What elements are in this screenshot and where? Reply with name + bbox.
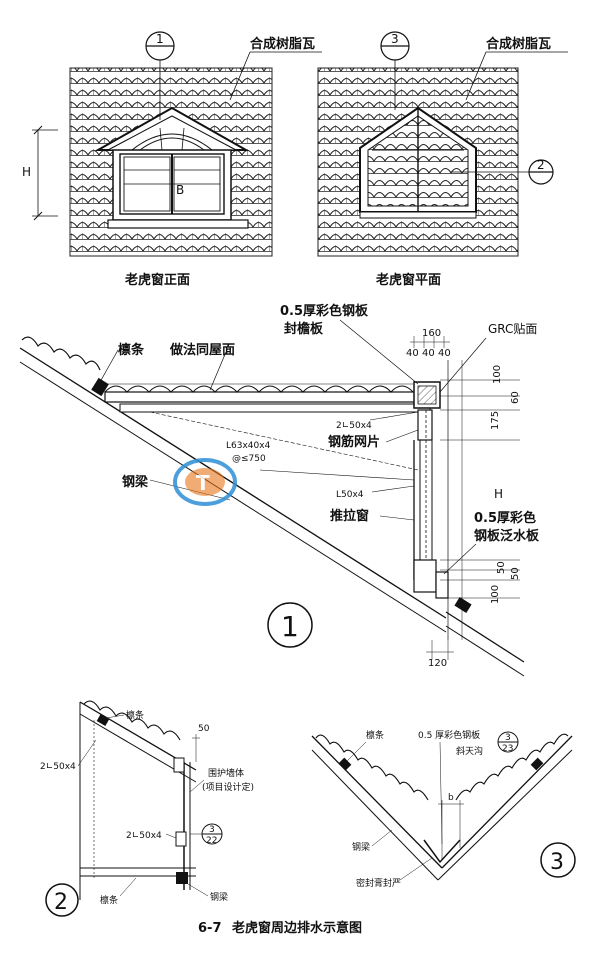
dim-175: 175 [490, 411, 501, 430]
dim-40c: 40 [438, 348, 451, 359]
dim-b-section3: b [448, 793, 454, 803]
label-grc: GRC贴面 [488, 322, 537, 336]
label-purlin-2-top: 檩条 [126, 709, 144, 721]
label-l50: L50x4 [336, 490, 364, 500]
label-angle-2a: 2∟50x4 [40, 762, 76, 772]
material-label-left: 合成树脂瓦 [250, 36, 315, 52]
dim-160: 160 [422, 328, 441, 339]
section-1-number: 1 [281, 610, 299, 643]
ref-2-bottom: 22 [206, 836, 217, 846]
dormer-roof-deck [104, 391, 431, 403]
caption-number: 6-7 [198, 921, 222, 936]
section-3: 檩条 0.5 厚彩色钢板 斜天沟 3 23 b 钢梁 密封膏封严 3 [311, 729, 576, 889]
label-purlin-2-bottom: 檩条 [100, 894, 118, 906]
label-flash-2: 钢板泛水板 [474, 528, 540, 544]
label-wall-2: (项目设计定) [202, 781, 254, 793]
dormer-sill [107, 219, 249, 229]
dim-50b: 50 [510, 567, 521, 580]
section-1-marker [267, 602, 313, 648]
callout-number-3: 3 [391, 32, 399, 46]
dim-h-label: H [22, 165, 31, 179]
callout-number-1: 1 [156, 32, 164, 46]
caption-plan: 老虎窗平面 [375, 272, 441, 288]
callout-number-2: 2 [537, 158, 545, 172]
watermark-logo: T [173, 458, 237, 506]
label-beam-1: 钢梁 [122, 474, 149, 490]
section-2: 檩条 2∟50x4 围护墙体 (项目设计定) 2∟50x4 50 3 22 檩条… [40, 700, 254, 917]
ref-3-top: 3 [505, 733, 511, 743]
label-same-roof: 做法同屋面 [169, 342, 235, 358]
material-label-right: 合成树脂瓦 [486, 36, 551, 52]
section-2-marker [45, 883, 79, 917]
label-beam-3: 钢梁 [352, 841, 370, 853]
label-steel-sheet-2: 封檐板 [284, 321, 324, 337]
dim-60: 60 [510, 391, 521, 404]
dim-40a: 40 [406, 348, 419, 359]
purlin-block [91, 377, 109, 397]
label-flash-1: 0.5厚彩色 [474, 510, 536, 526]
caption-title: 老虎窗周边排水示意图 [231, 920, 362, 936]
dim-100b: 100 [490, 585, 501, 604]
svg-text:T: T [196, 471, 210, 495]
dim-50-section2: 50 [198, 724, 210, 734]
section-2-number: 2 [54, 890, 68, 915]
label-window: 推拉窗 [330, 508, 369, 524]
label-beam-2: 钢梁 [210, 891, 228, 903]
label-seal: 密封膏封严 [356, 877, 401, 889]
label-sheet-3: 0.5 厚彩色钢板 [418, 729, 480, 741]
dim-50a: 50 [496, 561, 507, 574]
dim-b-label: B [176, 183, 184, 197]
label-angle-2b: 2∟50x4 [126, 831, 162, 841]
dim-100a: 100 [492, 365, 503, 384]
label-wall-1: 围护墙体 [208, 767, 244, 779]
label-purlin-1: 檩条 [118, 342, 145, 358]
section-3-number: 3 [550, 850, 564, 875]
label-mesh: 钢筋网片 [328, 434, 380, 450]
label-purlin-3: 檩条 [366, 729, 384, 741]
label-angle-2: 2∟50x4 [336, 421, 372, 431]
dim-120: 120 [428, 658, 447, 669]
dormer-front-elevation: H B 1 合成树脂瓦 老虎窗正面 [22, 31, 322, 288]
label-l63-1: L63x40x4 [226, 441, 271, 451]
label-steel-sheet-1: 0.5厚彩色钢板 [280, 303, 369, 319]
dim-h-section1: H [494, 487, 503, 501]
section-1: 檩条 做法同屋面 0.5厚彩色钢板 封檐板 GRC贴面 2∟50x4 钢筋网片 … [19, 303, 540, 677]
dim-40b: 40 [422, 348, 435, 359]
ref-3-bottom: 23 [502, 744, 513, 754]
label-valley: 斜天沟 [456, 745, 483, 757]
caption-front: 老虎窗正面 [124, 272, 190, 288]
section-3-marker [540, 842, 576, 878]
label-l63-2: @≤750 [232, 454, 266, 464]
ref-2-top: 3 [209, 825, 215, 835]
dormer-plan: 3 2 合成树脂瓦 老虎窗平面 [317, 31, 568, 288]
